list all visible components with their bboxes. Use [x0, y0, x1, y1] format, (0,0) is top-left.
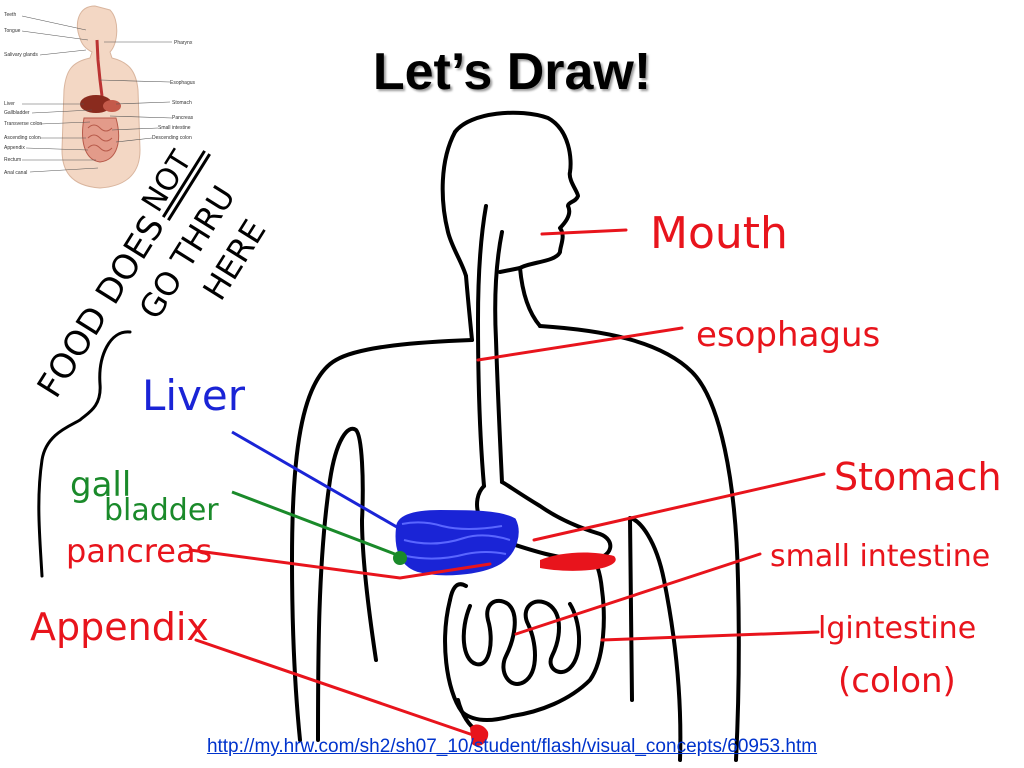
outline-right-shoulder-arm: [538, 324, 741, 762]
outline-inner-right-arm: [628, 516, 683, 762]
food-note-underline-1: [161, 150, 206, 218]
ref-label-stomach: Stomach: [172, 100, 192, 106]
pancreas-fill: [540, 552, 616, 571]
red-leaders: [188, 228, 826, 738]
ref-label-tongue: Tongue: [4, 28, 21, 34]
label-liver: Liver: [142, 371, 246, 420]
label-large-intestine: lgintestine: [818, 611, 976, 646]
outline-small-intestine-coils: [461, 598, 582, 686]
slide-title: Let’s Draw!: [372, 43, 652, 101]
outline-esophagus-right: [493, 230, 504, 484]
ref-label-pancreas: Pancreas: [172, 115, 194, 121]
reference-image: Teeth Tongue Salivary glands Liver Gallb…: [0, 0, 200, 192]
liver-scribble: [395, 509, 519, 576]
label-gall: gall: [70, 465, 131, 505]
label-small-intestine: small intestine: [770, 539, 990, 574]
outline-esophagus-left: [476, 204, 488, 488]
reference-left-leaders: [21, 15, 99, 173]
outline-left-shoulder-arm: [290, 338, 474, 742]
esophagus-leader: [476, 326, 684, 362]
label-pancreas: pancreas: [66, 532, 212, 570]
ref-label-rectum: Rectum: [4, 157, 21, 163]
mouth-leader: [540, 228, 628, 236]
ref-label-transverse-colon: Transverse colon: [4, 121, 42, 127]
ref-label-appendix: Appendix: [4, 145, 25, 151]
reference-intestines: [82, 117, 120, 163]
label-appendix: Appendix: [30, 605, 209, 649]
stomach-leader: [532, 472, 826, 542]
ref-label-small-intestine: Small intestine: [158, 125, 191, 131]
label-esophagus: esophagus: [696, 315, 880, 355]
ref-label-ascending-colon: Ascending colon: [4, 135, 41, 141]
outline-large-intestine: [443, 556, 606, 722]
reference-intestine-coils: [87, 124, 113, 152]
ref-label-salivary: Salivary glands: [4, 52, 38, 58]
outline-left-neck: [464, 274, 474, 342]
source-link[interactable]: http://my.hrw.com/sh2/sh07_10/student/fl…: [206, 736, 818, 757]
food-note-underline-2: [167, 153, 211, 222]
outline-back-of-head: [440, 130, 468, 278]
ref-label-anal-canal: Anal canal: [4, 170, 27, 176]
ref-label-teeth: Teeth: [4, 12, 16, 18]
small-intestine-leader: [514, 552, 762, 636]
outline-right-neck: [518, 266, 542, 328]
reference-esophagus: [95, 39, 104, 97]
reference-right-leaders: [99, 41, 173, 143]
label-colon: (colon): [838, 661, 956, 701]
label-mouth: Mouth: [650, 208, 788, 259]
organ-labels: Mouth esophagus Stomach small intestine …: [30, 208, 1002, 701]
large-intestine-leader: [600, 630, 820, 642]
liver-leader: [231, 430, 403, 532]
outline-colon-left-wall: [448, 582, 468, 602]
outline-head-face: [453, 110, 580, 274]
reference-stomach: [103, 100, 121, 112]
ref-label-liver: Liver: [4, 101, 15, 107]
ref-label-descending-colon: Descending colon: [152, 135, 192, 141]
reference-left-labels: Teeth Tongue Salivary glands Liver Gallb…: [4, 12, 42, 176]
reference-right-labels: Pharynx Esophagus Stomach Pancreas Small…: [152, 40, 196, 141]
ref-label-esophagus: Esophagus: [170, 80, 196, 86]
pancreas-leader: [188, 548, 492, 580]
gallbladder-leader: [231, 490, 401, 558]
food-note-bracket: [37, 330, 132, 578]
appendix-fill: [470, 724, 489, 747]
ref-label-pharynx: Pharynx: [174, 40, 193, 46]
label-stomach: Stomach: [834, 455, 1002, 499]
appendix-leader: [194, 638, 478, 738]
ref-label-gallbladder: Gallbladder: [4, 110, 30, 116]
outline-inner-left-arm: [316, 426, 378, 742]
label-bladder: bladder: [104, 493, 219, 528]
